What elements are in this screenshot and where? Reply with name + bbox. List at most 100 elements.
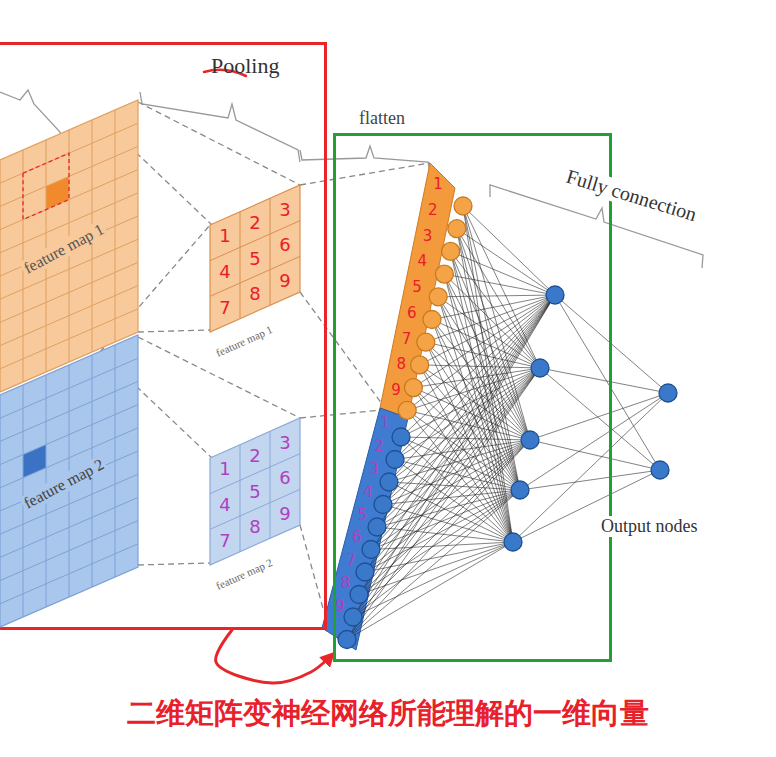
input-neuron	[344, 608, 362, 626]
fc-line	[463, 206, 555, 295]
index-number: 4	[417, 254, 427, 269]
grid-face	[0, 335, 138, 627]
index-number: 4	[219, 263, 230, 281]
flow-arrow	[216, 630, 333, 683]
index-number: 7	[219, 532, 230, 550]
dashed-line	[300, 292, 382, 404]
grid-line	[240, 212, 241, 319]
fc-line	[383, 368, 540, 505]
index-number: 1	[380, 416, 390, 431]
bracket	[0, 90, 62, 144]
grid-line	[0, 358, 138, 418]
input-neuron	[380, 473, 398, 491]
fc-line	[347, 368, 540, 640]
fc-line	[347, 490, 520, 640]
fc-line	[457, 229, 555, 295]
fc-line	[401, 368, 540, 437]
index-number: 8	[396, 357, 406, 372]
index-number: 3	[369, 461, 379, 476]
fc-line	[353, 295, 555, 617]
grid-line	[0, 521, 138, 581]
fc-line	[359, 542, 513, 595]
caption: 二维矩阵变神经网络所能理解的一维向量	[0, 694, 776, 734]
fc-line	[389, 368, 540, 482]
dashed-line	[300, 163, 430, 185]
section-title: Pooling	[211, 53, 279, 78]
input-neuron	[417, 333, 435, 351]
fc-line	[371, 490, 520, 550]
index-number: 6	[352, 530, 362, 545]
pool-window	[23, 153, 69, 219]
index-number: 4	[363, 484, 373, 499]
map-label: feature map 2	[212, 555, 276, 593]
fc-line	[359, 440, 530, 595]
index-number: 1	[219, 227, 230, 245]
fc-line	[377, 368, 540, 527]
input-neuron	[374, 496, 392, 514]
fc-line	[359, 490, 520, 595]
input-neuron	[356, 563, 374, 581]
index-number: 8	[341, 576, 351, 591]
fc-line	[353, 368, 540, 617]
fc-line	[371, 368, 540, 550]
grid-face	[210, 185, 300, 332]
input-neuron	[362, 541, 380, 559]
grid-line	[270, 431, 271, 538]
index-number: 1	[219, 460, 230, 478]
bracket	[140, 92, 300, 162]
neuron	[546, 286, 564, 304]
grid-line	[0, 544, 138, 604]
input-neuron	[448, 220, 466, 238]
input-neuron	[386, 451, 404, 469]
fc-line	[438, 295, 555, 297]
input-neuron	[442, 242, 460, 260]
grid-line	[0, 381, 138, 441]
grid-face	[210, 418, 300, 565]
fc-line	[347, 295, 555, 640]
neuron	[531, 359, 549, 377]
index-number: 2	[428, 202, 438, 217]
region-box: Fully connectionOutput nodes	[333, 133, 612, 662]
grid-line	[0, 405, 138, 465]
fc-line	[555, 295, 660, 470]
index-number: 5	[358, 507, 368, 522]
dashed-lines	[100, 102, 430, 612]
index-number: 2	[249, 214, 260, 232]
neuron	[651, 461, 669, 479]
fc-line	[371, 440, 530, 550]
fc-line	[353, 490, 520, 617]
index-number: 1	[433, 177, 443, 192]
dashed-line	[300, 410, 382, 418]
index-number: 7	[402, 331, 412, 346]
index-number: 5	[412, 280, 422, 295]
input-neuron	[398, 401, 416, 419]
fc-line	[347, 440, 530, 640]
index-number: 8	[249, 518, 260, 536]
stage-label: flatten	[359, 109, 405, 127]
input-neuron	[411, 356, 429, 374]
dashed-line	[138, 563, 210, 565]
fc-line	[359, 295, 555, 595]
fc-line	[444, 274, 540, 368]
index-number: 7	[346, 553, 356, 568]
input-neuron	[454, 197, 472, 215]
map-label: feature map 1	[212, 322, 276, 360]
network	[338, 197, 677, 649]
fc-line	[383, 295, 555, 505]
fc-line	[444, 274, 555, 295]
flatten-band	[380, 163, 455, 418]
fc-line	[353, 440, 530, 617]
fc-line	[420, 365, 540, 368]
fc-line	[540, 368, 668, 393]
layer-label: Output nodes	[599, 516, 700, 537]
input-neuron	[435, 265, 453, 283]
index-number: 3	[279, 201, 290, 219]
fc-line	[540, 368, 660, 470]
input-neuron	[404, 379, 422, 397]
index-number: 3	[423, 228, 433, 243]
index-number: 6	[279, 236, 290, 254]
neuron	[504, 533, 522, 551]
index-number: 2	[375, 438, 385, 453]
dashed-line	[138, 330, 210, 332]
